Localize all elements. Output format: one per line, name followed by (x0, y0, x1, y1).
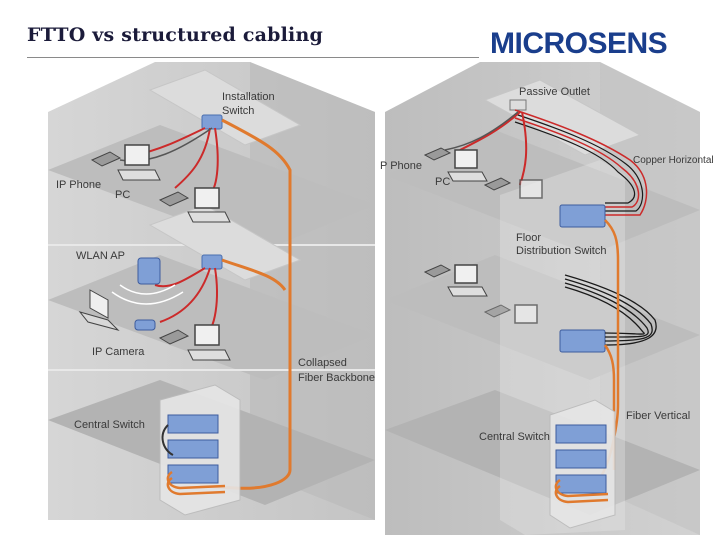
label-fiber-vertical: Fiber Vertical (626, 410, 690, 422)
label-collapsed-backbone-1: Collapsed (298, 357, 347, 369)
label-passive-outlet: Passive Outlet (519, 86, 590, 98)
title-underline (27, 57, 479, 58)
installation-switch-top (201, 114, 223, 130)
label-installation-switch-1: Installation (222, 91, 275, 103)
ip-phone-icon (90, 151, 122, 167)
collapsed-fiber-backbone (199, 118, 292, 490)
page-title: FTTO vs structured cabling (27, 24, 323, 46)
left-building: Installation Switch IP Phone PC WLAN AP … (48, 62, 375, 520)
wlan-ap-icon (137, 257, 161, 285)
pc-monitor-icon (124, 144, 150, 166)
ip-camera-icon (134, 319, 156, 331)
label-central-switch-left: Central Switch (74, 419, 145, 431)
label-pc-left: PC (115, 189, 130, 201)
label-pc-right: PC (435, 176, 450, 188)
label-ip-camera: IP Camera (92, 346, 145, 358)
label-installation-switch-2: Switch (222, 105, 254, 117)
floor-distribution-switch-mid (559, 329, 606, 353)
microsens-logo: MICROSENS (490, 27, 668, 60)
laptop-icon (89, 289, 109, 319)
floor-distribution-switch-top (559, 204, 606, 228)
label-central-switch-right: Central Switch (479, 431, 550, 443)
installation-switch-mid (201, 254, 223, 270)
passive-outlet-icon (509, 99, 527, 111)
label-collapsed-backbone-2: Fiber Backbone (298, 372, 375, 384)
right-floor-mid (385, 255, 700, 380)
label-floor-distribution-2: Distribution Switch (516, 245, 606, 257)
label-ip-phone-left: IP Phone (56, 179, 101, 191)
label-copper-horizontal: Copper Horizontal (633, 155, 714, 166)
right-floor-bottom (385, 390, 700, 515)
pc-monitor-icon-2 (194, 187, 220, 209)
right-building: Passive Outlet Copper Horizontal P Phone… (380, 62, 714, 535)
left-floor-mid (48, 255, 375, 380)
label-wlan-ap: WLAN AP (76, 250, 125, 262)
label-floor-distribution-1: Floor (516, 232, 541, 244)
label-ip-phone-right: P Phone (380, 160, 422, 172)
